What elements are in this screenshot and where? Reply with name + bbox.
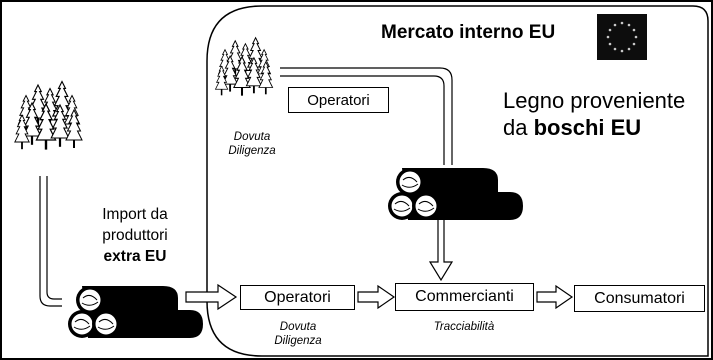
eu-flag-icon [606, 21, 638, 53]
forest-icon [215, 38, 272, 96]
tracciabilita-note: Tracciabilità [433, 321, 495, 333]
import-label: Import da produttori extra EU [102, 206, 168, 265]
consumatori-box: Consumatori [574, 285, 705, 312]
dovuta-diligenza-note-bottom: Dovuta Diligenza [274, 321, 322, 347]
flow-line-extra-eu [39, 176, 62, 307]
log-pile-icon [387, 167, 524, 221]
arrow-import-to-operatori [185, 283, 238, 311]
arrow-commercianti-to-consumatori [536, 284, 574, 310]
operatori-box-top: Operatori [288, 87, 389, 113]
log-pile-icon [67, 285, 204, 339]
market-title: Mercato interno EU [381, 22, 556, 43]
operatori-box: Operatori [240, 285, 355, 310]
eu-wood-line2: da boschi EU [503, 115, 642, 140]
dovuta-diligenza-note-top: Dovuta Diligenza [228, 131, 276, 157]
commercianti-box: Commercianti [395, 283, 534, 311]
arrow-operatori-to-commercianti [357, 284, 396, 310]
eu-market-boundary [206, 5, 709, 357]
arrow-logs-to-commercianti [428, 220, 454, 282]
eu-wood-line1: Legno proveniente [503, 88, 686, 113]
forest-icon [15, 82, 82, 150]
flow-line-eu-forest [280, 67, 453, 165]
